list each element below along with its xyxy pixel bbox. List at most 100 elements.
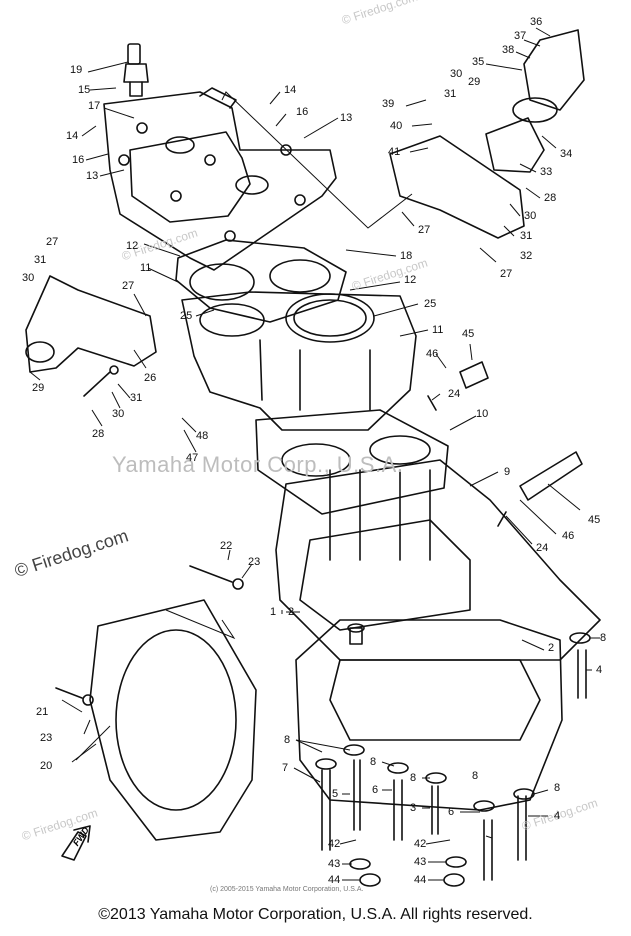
callout-number: 38 bbox=[502, 44, 515, 56]
callout-number: 47 bbox=[186, 452, 199, 464]
callout-number: 13 bbox=[340, 112, 353, 124]
callout-number: 30 bbox=[450, 68, 463, 80]
callout-number: 31 bbox=[520, 230, 533, 242]
callout-number: 30 bbox=[524, 210, 537, 222]
callout-number: 12 bbox=[404, 274, 417, 286]
callout-number: 25 bbox=[424, 298, 437, 310]
callout-number: 43 bbox=[328, 858, 341, 870]
callout-number: 16 bbox=[72, 154, 85, 166]
callout-number: 33 bbox=[540, 166, 553, 178]
callout-number: 12 bbox=[126, 240, 139, 252]
callout-number: 28 bbox=[544, 192, 557, 204]
copyright-footer: ©2013 Yamaha Motor Corporation, U.S.A. A… bbox=[98, 906, 533, 923]
callout-number: 2 bbox=[288, 606, 295, 618]
studs-and-bolts bbox=[315, 632, 591, 887]
mount-bolts bbox=[55, 365, 244, 706]
callout-number: 15 bbox=[78, 84, 91, 96]
callout-number: 20 bbox=[40, 760, 53, 772]
callout-number: 18 bbox=[400, 250, 413, 262]
callout-number: 6 bbox=[372, 784, 379, 796]
thermostat-housing-part bbox=[389, 29, 585, 239]
callout-number: 37 bbox=[514, 30, 527, 42]
callout-number: 42 bbox=[414, 838, 427, 850]
callout-number: 31 bbox=[34, 254, 47, 266]
watermark-center: Yamaha Motor Corp., U.S.A. bbox=[112, 452, 404, 477]
callout-number: 27 bbox=[418, 224, 431, 236]
callout-number: 40 bbox=[390, 120, 403, 132]
callout-number: 30 bbox=[112, 408, 125, 420]
base-gasket-part bbox=[255, 409, 449, 515]
callout-number: 26 bbox=[144, 372, 157, 384]
callout-number: 11 bbox=[432, 324, 444, 336]
callout-number: 34 bbox=[560, 148, 573, 160]
cylinder-head-part bbox=[103, 87, 337, 271]
callout-number: 21 bbox=[36, 706, 49, 718]
crankcase-upper-part bbox=[275, 459, 601, 661]
callout-number: 16 bbox=[296, 106, 309, 118]
callout-number: 7 bbox=[282, 762, 289, 774]
callout-number: 32 bbox=[520, 250, 533, 262]
cylinder-block-part bbox=[181, 291, 417, 431]
callout-number: 30 bbox=[22, 272, 35, 284]
callout-number: 9 bbox=[504, 466, 511, 478]
callout-number: 28 bbox=[92, 428, 105, 440]
callout-number: 17 bbox=[88, 100, 101, 112]
callout-number: 35 bbox=[472, 56, 485, 68]
callout-number: 25 bbox=[180, 310, 193, 322]
callout-number: 10 bbox=[476, 408, 489, 420]
callout-number: 8 bbox=[472, 770, 479, 782]
leader-lines bbox=[29, 27, 600, 881]
callout-number: 13 bbox=[86, 170, 99, 182]
callout-number: 44 bbox=[414, 874, 427, 886]
callout-number: 11 bbox=[140, 262, 152, 274]
callout-number: 45 bbox=[588, 514, 601, 526]
callout-number: 4 bbox=[554, 810, 561, 822]
callout-number: 24 bbox=[448, 388, 461, 400]
callout-number: 2 bbox=[548, 642, 555, 654]
exhaust-manifold-part bbox=[25, 275, 157, 373]
fwd-arrow-icon bbox=[61, 825, 91, 861]
callout-number: 46 bbox=[426, 348, 439, 360]
callout-number: 8 bbox=[370, 756, 377, 768]
callout-number: 36 bbox=[530, 16, 543, 28]
callout-number: 42 bbox=[328, 838, 341, 850]
callout-number: 6 bbox=[448, 806, 455, 818]
callout-number: 39 bbox=[382, 98, 395, 110]
callout-number: 31 bbox=[130, 392, 143, 404]
callout-number: 3 bbox=[410, 802, 417, 814]
callout-number: 31 bbox=[444, 88, 457, 100]
callout-number: 1 bbox=[270, 606, 277, 618]
callout-number: 43 bbox=[414, 856, 427, 868]
callout-number: 8 bbox=[410, 772, 417, 784]
callout-number: 27 bbox=[500, 268, 513, 280]
callout-number: 23 bbox=[248, 556, 261, 568]
callout-number: 29 bbox=[32, 382, 45, 394]
callout-number: 4 bbox=[596, 664, 603, 676]
callout-number: 45 bbox=[462, 328, 475, 340]
coupling-housing-part bbox=[89, 599, 257, 841]
callout-number: 14 bbox=[284, 84, 297, 96]
callout-number: 8 bbox=[284, 734, 291, 746]
callout-number: 44 bbox=[328, 874, 341, 886]
callout-number: 8 bbox=[600, 632, 607, 644]
spark-plug-part bbox=[123, 43, 149, 97]
callout-number: 48 bbox=[196, 430, 209, 442]
callout-number: 27 bbox=[46, 236, 59, 248]
callout-number: 46 bbox=[562, 530, 575, 542]
head-gasket-part bbox=[175, 239, 347, 323]
callout-number: 27 bbox=[122, 280, 135, 292]
callout-number: 8 bbox=[554, 782, 561, 794]
callout-number: 5 bbox=[332, 788, 339, 800]
callout-number: 24 bbox=[536, 542, 549, 554]
callout-number: 22 bbox=[220, 540, 233, 552]
callout-number: 14 bbox=[66, 130, 79, 142]
crankcase-lower-part bbox=[295, 619, 563, 811]
callout-number: 41 bbox=[388, 146, 401, 158]
callout-number: 23 bbox=[40, 732, 53, 744]
callout-number: 19 bbox=[70, 64, 83, 76]
callout-number: 29 bbox=[468, 76, 481, 88]
copyright-small: (c) 2005-2015 Yamaha Motor Corporation, … bbox=[210, 886, 364, 893]
water-hoses bbox=[427, 361, 583, 527]
